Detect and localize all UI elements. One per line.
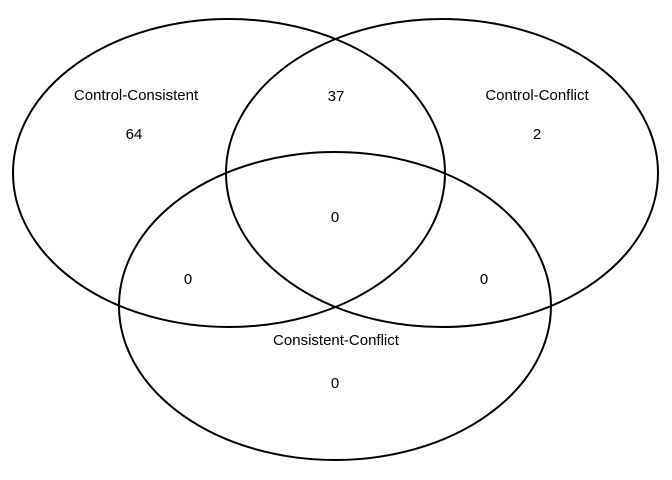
set-label-control-consistent: Control-Consistent — [74, 87, 199, 104]
set-circle-consistent-conflict — [118, 151, 552, 461]
set-label-control-conflict: Control-Conflict — [485, 87, 589, 104]
count-control-conflict-only: 2 — [533, 126, 541, 143]
set-circle-control-consistent — [12, 18, 446, 328]
count-control-consistent-and-consistent-conflict: 0 — [184, 271, 192, 288]
count-control-conflict-and-consistent-conflict: 0 — [480, 271, 488, 288]
set-label-consistent-conflict: Consistent-Conflict — [273, 332, 400, 349]
count-control-consistent-and-control-conflict: 37 — [328, 88, 345, 105]
count-consistent-conflict-only: 0 — [331, 375, 339, 392]
count-all-three: 0 — [331, 209, 339, 226]
count-control-consistent-only: 64 — [126, 126, 143, 143]
